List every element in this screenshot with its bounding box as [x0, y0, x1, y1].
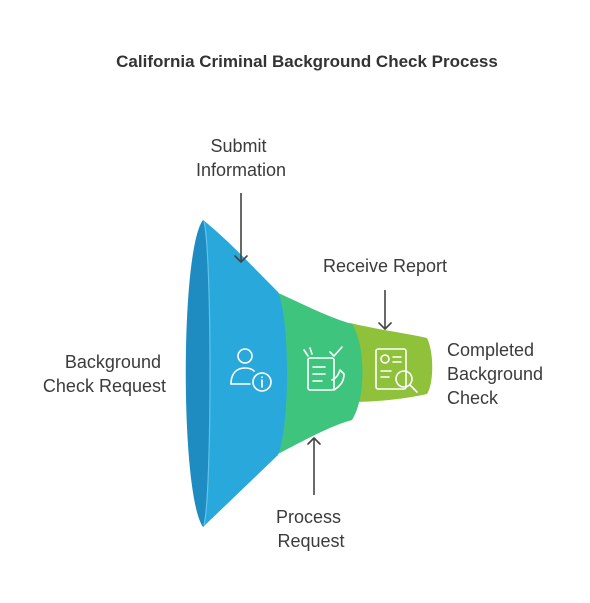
checklist-hand-icon: [303, 346, 345, 391]
submit-arrow: [234, 193, 248, 263]
diagram-title: California Criminal Background Check Pro…: [116, 52, 498, 71]
label-submit-information: Submit Information: [196, 136, 286, 180]
label-process-request: Process Request: [276, 507, 346, 551]
funnel-mouth: [185, 220, 210, 527]
report-search-icon: [375, 348, 418, 393]
funnel: [185, 220, 433, 527]
funnel-rim: [203, 221, 211, 526]
label-receive-report: Receive Report: [323, 256, 447, 276]
process-arrow: [307, 437, 321, 495]
funnel-stage-completed: [350, 323, 433, 402]
user-info-icon: [230, 348, 272, 392]
label-background-check-request: Background Check Request: [43, 352, 166, 396]
receive-arrow: [378, 290, 392, 330]
funnel-stage-request: [203, 220, 287, 527]
label-completed-background-check: Completed Background Check: [447, 340, 548, 408]
